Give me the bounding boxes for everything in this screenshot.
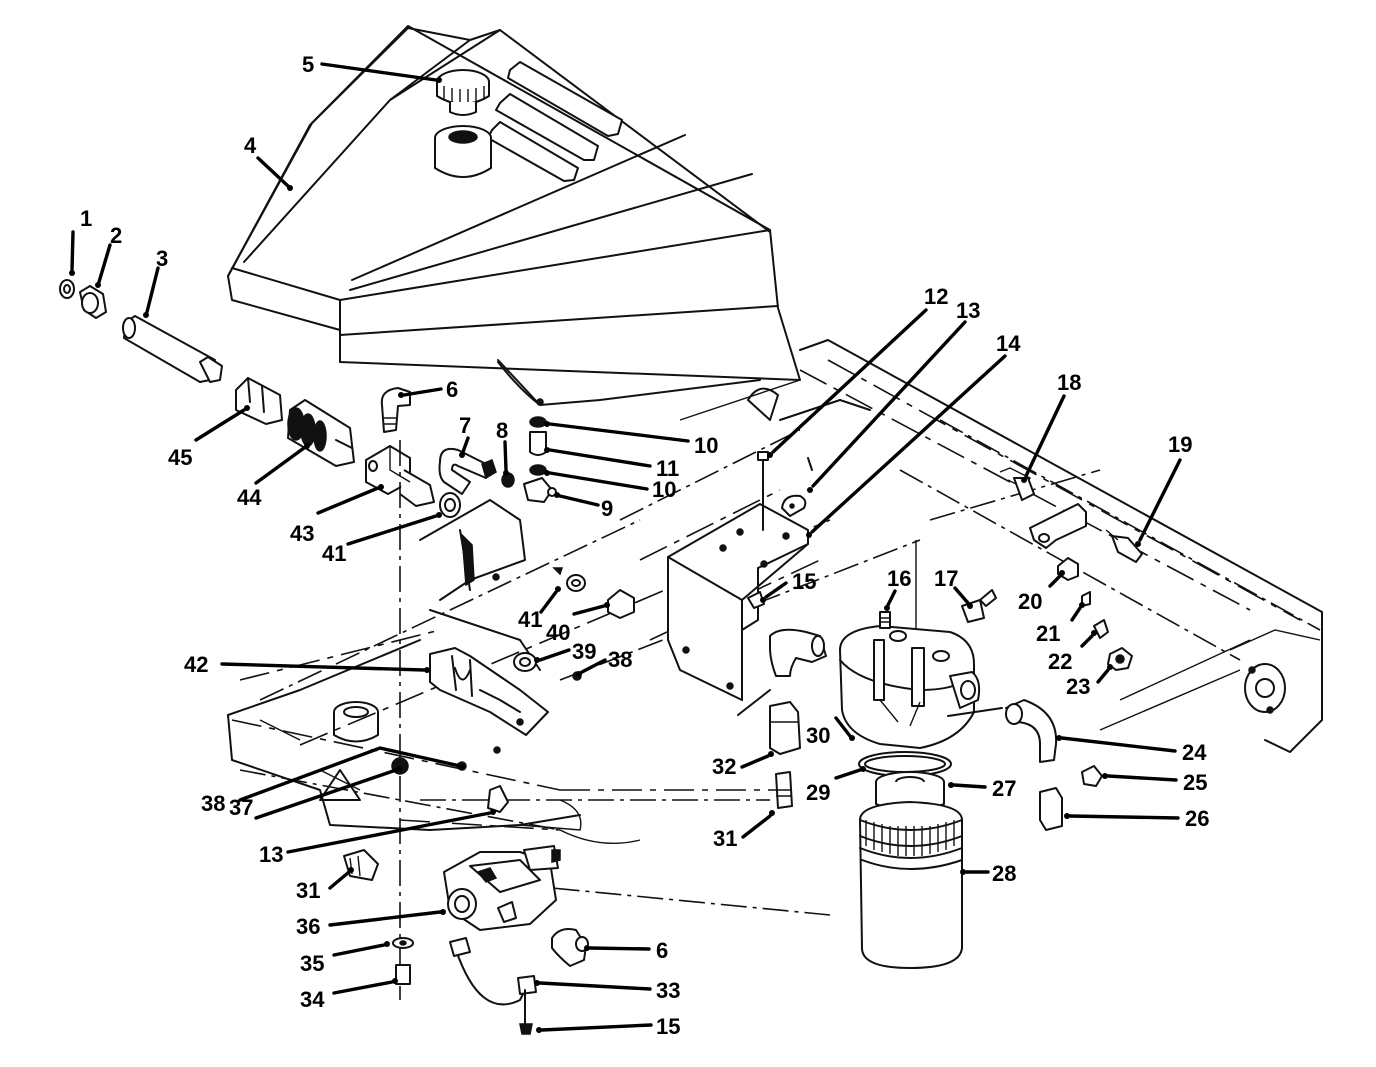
callout-34: 34	[300, 987, 325, 1012]
callout-9: 9	[601, 496, 613, 521]
callout-6: 6	[446, 377, 458, 402]
callout-28: 28	[992, 861, 1016, 886]
callout-labels: 1 2 3 4 5 6 7 8 9 10 11 10 12 13 14 15 1…	[80, 52, 1209, 1039]
callout-42: 42	[184, 652, 208, 677]
callout-29: 29	[806, 780, 830, 805]
callout-38: 38	[608, 647, 632, 672]
callout-1: 1	[80, 206, 92, 231]
callout-17: 17	[934, 566, 958, 591]
callout-38: 38	[201, 791, 225, 816]
callout-27: 27	[992, 776, 1016, 801]
callout-12: 12	[924, 284, 948, 309]
callout-16: 16	[887, 566, 911, 591]
fuel-filter-assembly	[839, 625, 981, 969]
callout-4: 4	[244, 133, 257, 158]
callout-14: 14	[996, 331, 1021, 356]
callout-13: 13	[956, 298, 980, 323]
leader-lines	[69, 62, 1182, 1033]
fuel-pump	[343, 845, 589, 1035]
callout-7: 7	[459, 413, 471, 438]
fuel-tank	[227, 25, 801, 406]
callout-13: 13	[259, 842, 283, 867]
callout-10: 10	[652, 477, 676, 502]
callout-44: 44	[237, 485, 262, 510]
callout-24: 24	[1182, 740, 1207, 765]
callout-45: 45	[168, 445, 192, 470]
callout-20: 20	[1018, 589, 1042, 614]
callout-37: 37	[229, 795, 253, 820]
callout-41: 41	[518, 607, 542, 632]
callout-15: 15	[792, 569, 816, 594]
callout-15: 15	[656, 1014, 680, 1039]
callout-39: 39	[572, 639, 596, 664]
fuel-cap	[436, 69, 490, 116]
callout-30: 30	[806, 723, 830, 748]
bulkhead-bracket	[999, 467, 1143, 671]
callout-5: 5	[302, 52, 314, 77]
mount-bracket	[429, 567, 635, 771]
callout-25: 25	[1183, 770, 1207, 795]
callout-23: 23	[1066, 674, 1090, 699]
callout-43: 43	[290, 521, 314, 546]
callout-22: 22	[1048, 649, 1072, 674]
callout-2: 2	[110, 223, 122, 248]
quick-coupler-assembly	[59, 279, 461, 1000]
callout-33: 33	[656, 978, 680, 1003]
callout-41: 41	[322, 541, 346, 566]
callout-18: 18	[1057, 370, 1081, 395]
callout-31: 31	[713, 826, 737, 851]
callout-6: 6	[656, 938, 668, 963]
callout-40: 40	[546, 620, 570, 645]
callout-26: 26	[1185, 806, 1209, 831]
callout-32: 32	[712, 754, 736, 779]
callout-19: 19	[1168, 432, 1192, 457]
callout-21: 21	[1036, 621, 1060, 646]
fuel-line-fittings	[438, 416, 557, 503]
callout-36: 36	[296, 914, 320, 939]
filter-bracket	[667, 399, 871, 701]
callout-11: 11	[656, 456, 679, 481]
callout-8: 8	[496, 418, 508, 443]
callout-10: 10	[694, 433, 718, 458]
filter-fittings	[737, 589, 1103, 831]
callout-31: 31	[296, 878, 320, 903]
callout-3: 3	[156, 246, 168, 271]
callout-35: 35	[300, 951, 324, 976]
